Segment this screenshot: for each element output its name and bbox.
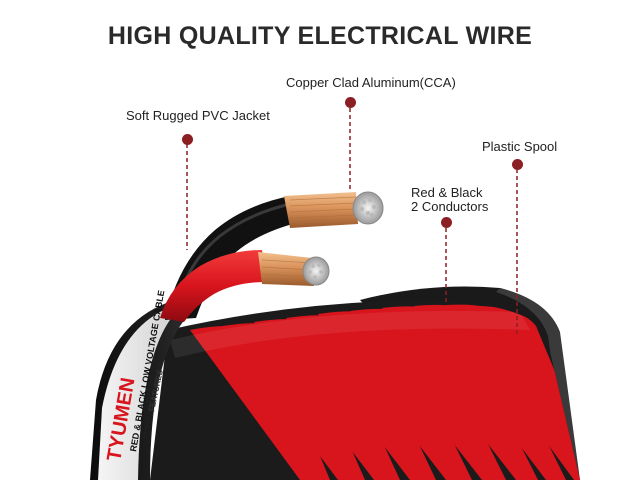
callout-dot-jacket: [182, 134, 193, 145]
black-wire-strand-end: [352, 191, 384, 225]
callout-dot-conductors: [441, 217, 452, 228]
label-cca: Copper Clad Aluminum(CCA): [286, 75, 456, 90]
red-wire: [160, 250, 330, 322]
label-jacket: Soft Rugged PVC Jacket: [126, 108, 270, 123]
label-conductors-line2: 2 Conductors: [411, 199, 489, 214]
page-title: HIGH QUALITY ELECTRICAL WIRE: [107, 22, 533, 50]
callout-lines: [186, 108, 518, 335]
black-wire-copper-strands: [284, 192, 358, 228]
front-flange: [90, 299, 200, 480]
label-conductors-line1: Red & Black: [411, 185, 483, 200]
callout-dot-cca: [345, 97, 356, 108]
wire-coil: [150, 300, 580, 480]
label-spool: Plastic Spool: [482, 139, 558, 154]
callout-dot-spool: [512, 159, 523, 170]
red-wire-strand-end: [302, 256, 330, 286]
